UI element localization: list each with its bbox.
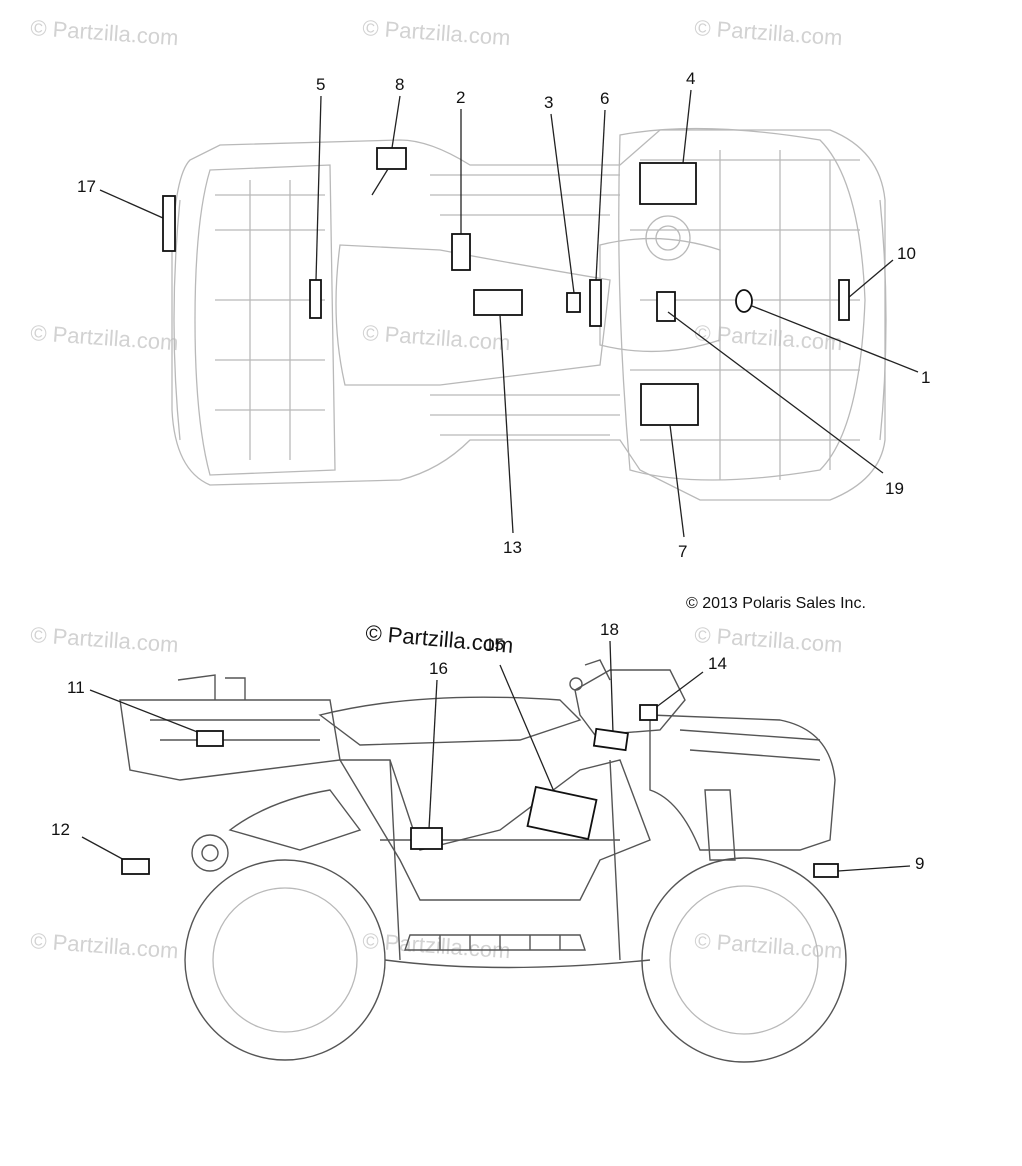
decal-3: [566, 292, 581, 313]
watermark: © Partzilla.com: [30, 622, 180, 657]
decal-11: [196, 730, 224, 747]
callout-label: 11: [67, 678, 85, 697]
watermark: © Partzilla.com: [694, 622, 844, 657]
decal-5: [309, 279, 322, 319]
decal-17: [162, 195, 176, 252]
decal-19: [656, 291, 676, 322]
callout-label: 4: [686, 69, 695, 88]
decal-18: [592, 727, 629, 752]
callout-label: 7: [678, 542, 687, 561]
watermark: © Partzilla.com: [694, 928, 844, 963]
callout-label: 8: [395, 75, 404, 94]
callout-label: 12: [51, 820, 70, 839]
watermark: © Partzilla.com: [30, 320, 180, 355]
callout-label: 14: [708, 654, 727, 673]
callout-label: 16: [429, 659, 448, 678]
watermark: © Partzilla.com: [362, 320, 512, 355]
callout-label: 19: [885, 479, 904, 498]
watermark-layer: © Partzilla.com © Partzilla.com © Partzi…: [30, 15, 844, 963]
callout-label: 5: [316, 75, 325, 94]
callout-label: 18: [600, 620, 619, 639]
callout-label: 13: [503, 538, 522, 557]
callout-label: 2: [456, 88, 465, 107]
decal-14: [639, 704, 658, 721]
decal-6: [589, 279, 602, 327]
atv-top-view: [171, 127, 887, 501]
side-view-callouts: 11 16 15 18 14 12 9: [51, 620, 924, 878]
watermark: © Partzilla.com: [30, 15, 180, 50]
decal-2: [451, 233, 471, 271]
watermark: © Partzilla.com: [694, 15, 844, 50]
decal-12: [121, 858, 150, 875]
atv-side-view: [119, 659, 847, 1063]
decal-13: [473, 289, 523, 316]
callout-label: 10: [897, 244, 916, 263]
decal-10: [838, 279, 850, 321]
decal-15: [526, 785, 598, 841]
decal-7: [640, 383, 699, 426]
decal-4: [639, 162, 697, 205]
callout-label: 6: [600, 89, 609, 108]
watermark: © Partzilla.com: [694, 320, 844, 355]
decal-8: [376, 147, 407, 170]
watermark: © Partzilla.com: [362, 15, 512, 50]
decal-16: [410, 827, 443, 850]
callout-label: 1: [921, 368, 930, 387]
callout-label: 17: [77, 177, 96, 196]
callout-label: 9: [915, 854, 924, 873]
decal-9: [813, 863, 839, 878]
decal-1: [735, 289, 753, 313]
callout-label: 15: [485, 635, 504, 654]
copyright-notice: © 2013 Polaris Sales Inc.: [686, 595, 866, 612]
watermark: © Partzilla.com: [30, 928, 180, 963]
top-view-callouts: 5 8 2 3 6 4 17 10 1: [77, 69, 930, 561]
callout-label: 3: [544, 93, 553, 112]
